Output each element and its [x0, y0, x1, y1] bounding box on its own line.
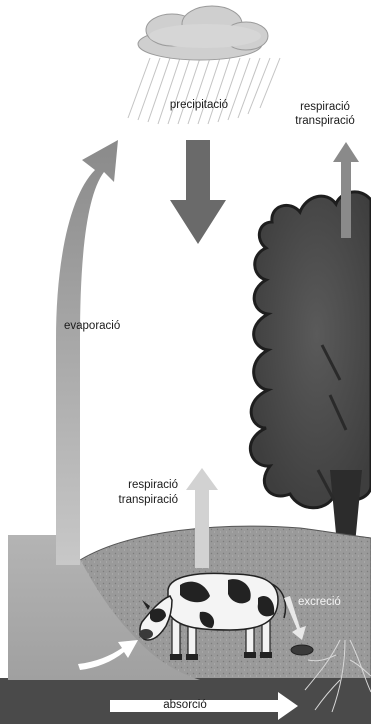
- transpiration-top-label: transpiració: [286, 114, 364, 128]
- respiration-mid-label: respiració: [96, 478, 178, 492]
- precipitation-label: precipitació: [160, 98, 238, 112]
- precipitation-arrow: [170, 140, 226, 244]
- absorption-label: absorció: [150, 698, 220, 712]
- evaporation-label: evaporació: [64, 319, 134, 333]
- transpiration-mid-label: transpiració: [96, 493, 178, 507]
- respiration-top-label: respiració: [286, 100, 364, 114]
- excretion-label: excreció: [298, 595, 358, 609]
- cow-dung: [291, 645, 313, 655]
